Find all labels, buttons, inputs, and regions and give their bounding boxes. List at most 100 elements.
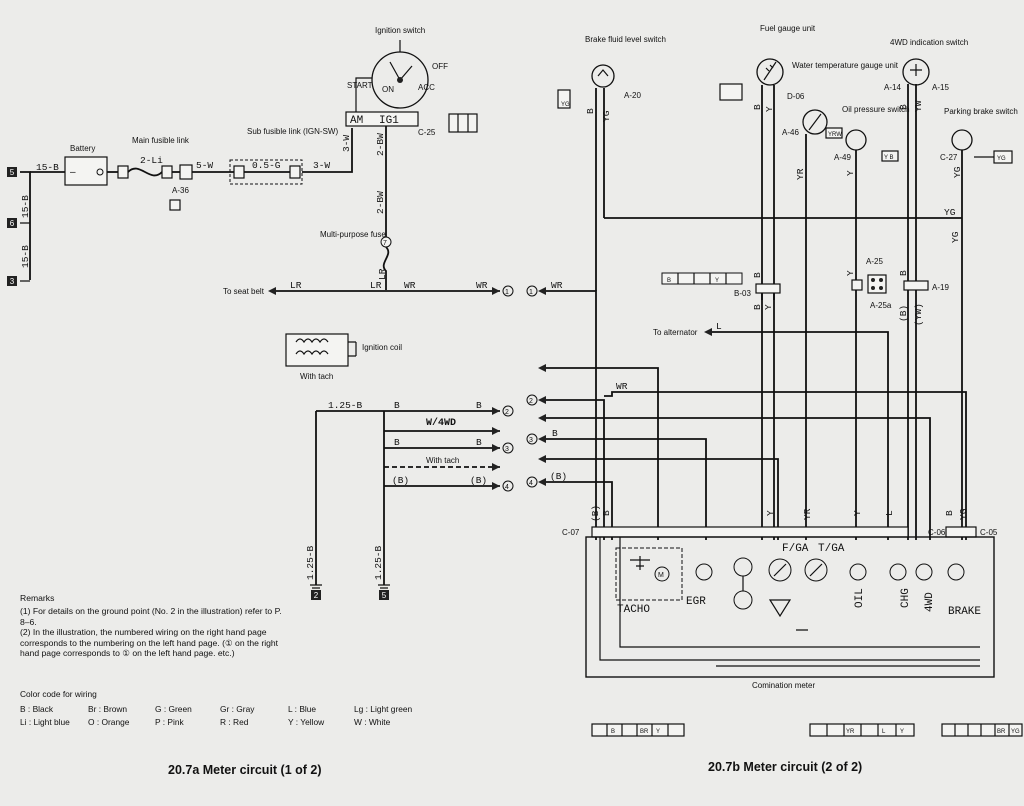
terminal-number: 1 (529, 289, 533, 296)
arrow-left-icon (538, 478, 546, 486)
egr-lamp-icon (695, 563, 713, 581)
fusible-wire (127, 167, 163, 177)
tacho-motor-icon (654, 566, 670, 582)
color-key: P : Pink (155, 717, 185, 727)
gauge-needle (809, 563, 823, 577)
brake-fluid-switch-icon (591, 64, 615, 88)
wire-label: B (394, 437, 400, 448)
arrow-right-icon (492, 463, 500, 471)
wire-label: B (752, 104, 763, 110)
arrow-left-icon (704, 328, 712, 336)
c07-label: C-07 (562, 528, 580, 537)
ground-point-5 (7, 167, 17, 177)
a25-connector-icon (867, 274, 887, 294)
battery-body (64, 156, 108, 186)
ignition-switch-label: Ignition switch (375, 26, 425, 35)
main-fusible-link-label: Main fusible link (132, 136, 190, 145)
wire (546, 438, 707, 540)
color-key: R : Red (220, 717, 249, 727)
ignition-switch: Ignition switch START ON OFF ACC AM IG1 … (345, 26, 478, 237)
wire-label: (B) (550, 471, 567, 482)
ignition-coil: Ignition coil With tach (285, 333, 402, 381)
wire-label: B (752, 272, 763, 278)
terminal-1-line: To seat belt LR LR WR WR 1 (223, 280, 514, 297)
wire-label: B (585, 108, 596, 114)
wire-label: 2-BW (375, 133, 386, 156)
terminal-marker (526, 394, 538, 406)
connector (755, 283, 781, 294)
arrow-left-icon (538, 435, 546, 443)
am-terminal-label: AM (350, 115, 363, 127)
coil-leads (348, 341, 357, 357)
strip-cell: Y (656, 729, 660, 735)
wire-label: WR (404, 280, 416, 291)
fuel-gauge-coil-icon (733, 590, 753, 610)
ign-start-label: START (347, 81, 373, 90)
to-alternator: To alternator L (653, 321, 889, 540)
pin (871, 286, 875, 290)
wire-label: B (476, 400, 482, 411)
wire (302, 128, 353, 173)
wire-label: B (476, 437, 482, 448)
terminal-marker (502, 442, 514, 454)
outline (229, 159, 303, 185)
strip-cell: Y (900, 729, 904, 735)
multi-fuse-label: Multi-purpose fuse (320, 230, 386, 239)
wire (546, 458, 779, 540)
brake-lamp-label: BRAKE (948, 606, 981, 618)
regulator-icon (768, 599, 808, 631)
d06-label: D-06 (787, 92, 805, 101)
color-key: Br : Brown (88, 704, 127, 714)
wire-label: LR (290, 280, 302, 291)
battery-label: Battery (70, 144, 95, 153)
ground-point-5b (379, 590, 389, 600)
svg-text:2: 2 (314, 591, 319, 600)
resistor-arrow (763, 61, 777, 81)
connector-tag: YG (997, 156, 1006, 162)
wire (761, 85, 775, 300)
arrow-left-icon (268, 287, 276, 295)
connector (903, 280, 929, 291)
color-key: Li : Light blue (20, 717, 70, 727)
wire-label: 1.25-B (328, 400, 363, 411)
connector-tag: Y B (884, 155, 894, 161)
terminal-marker (502, 405, 514, 417)
connector (851, 279, 863, 291)
wire-label: YW (913, 100, 924, 112)
arrow-left-icon (538, 364, 546, 372)
terminal-number: 2 (529, 398, 533, 405)
svg-text:5: 5 (10, 168, 15, 177)
color-key: Y : Yellow (288, 717, 325, 727)
switch-contacts (597, 69, 609, 77)
wire-label: 2-Li (140, 155, 163, 166)
arrow-right-icon (492, 482, 500, 490)
wire-label: B (394, 400, 400, 411)
ignition-connector (345, 111, 419, 127)
strip-cell: BR (640, 729, 649, 735)
wire-label: 0.5-G (252, 160, 281, 171)
c27-label: C-27 (940, 153, 958, 162)
wire-label: YG (952, 166, 963, 178)
wire-label: 15-B (36, 162, 59, 173)
c25-connector-icon (448, 113, 478, 133)
fuel-gauge-coil-icon (733, 557, 753, 577)
wire-label: L (716, 321, 722, 332)
b03-label: B-03 (734, 289, 751, 298)
wire-label: 2-BW (375, 191, 386, 214)
a46-connector-icon (825, 127, 843, 139)
chg-lamp-icon (889, 563, 907, 581)
battery-plus-terminal-icon (96, 168, 104, 176)
wire (761, 293, 775, 540)
connector (233, 165, 245, 179)
to-seat-belt-label: To seat belt (223, 287, 265, 296)
bottom-connector-strips: B BR Y YR L Y BR YG (591, 723, 1023, 737)
wire-label: 5-W (196, 160, 213, 171)
wire-label: WR (476, 280, 488, 291)
svg-text:6: 6 (10, 219, 15, 228)
c25-label: C-25 (418, 128, 436, 137)
wire-label: 3-W (341, 135, 352, 152)
a46-label: A-46 (782, 128, 799, 137)
tga-label: T/GA (818, 543, 845, 555)
with-tach-label: With tach (426, 456, 459, 465)
4wd-indication-label: 4WD indication switch (890, 38, 968, 47)
